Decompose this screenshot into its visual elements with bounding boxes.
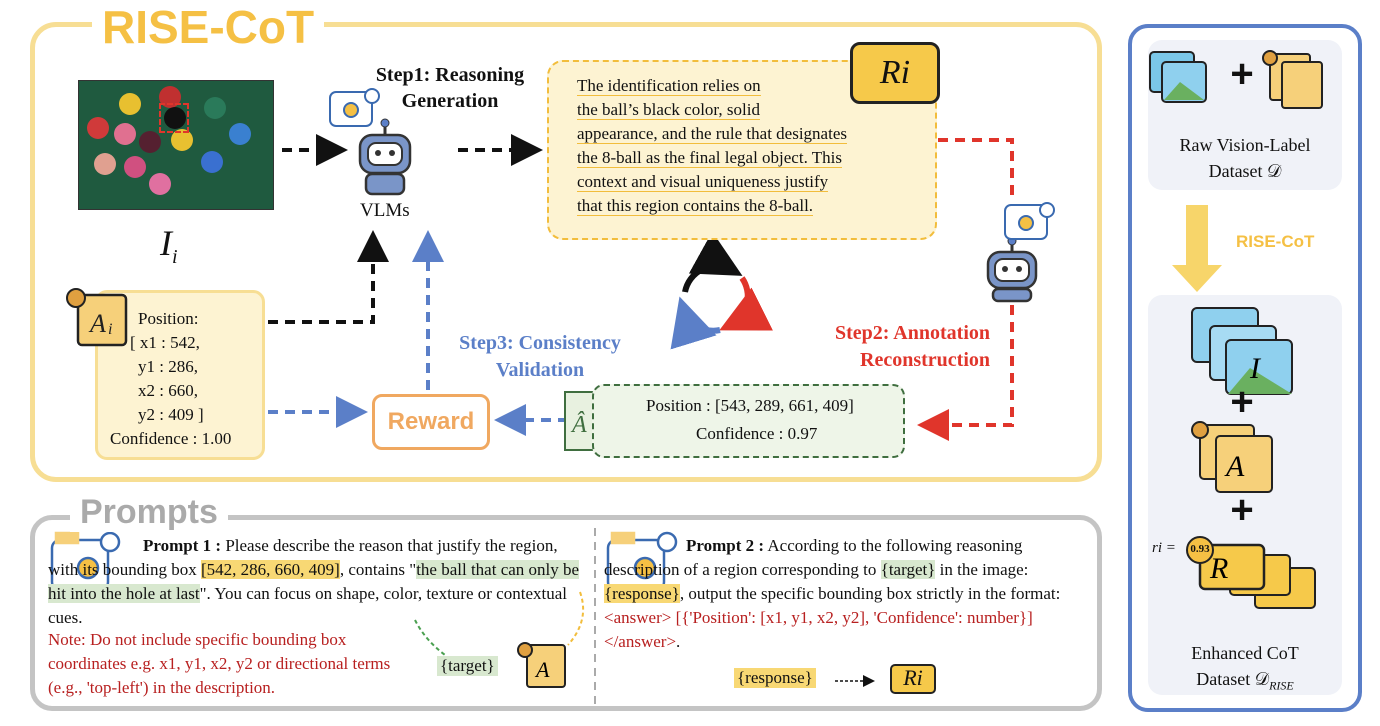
prompt1-note: Note: Do not include specific bounding b… [48, 630, 391, 697]
plus-sign: + [1230, 52, 1254, 96]
score-value: 0.93 [1190, 543, 1210, 555]
image-stack-icon-raw [1149, 51, 1207, 103]
predicted-annotation: Position : [543, 289, 661, 409]Confidenc… [592, 384, 905, 458]
svg-text:R: R [1209, 552, 1228, 585]
svg-text:i: i [108, 321, 112, 338]
cycle-icon [670, 231, 773, 350]
svg-text:A: A [534, 657, 550, 682]
idea-icon-2 [1004, 202, 1055, 240]
reward-box: Reward [372, 394, 490, 450]
arrow-target-link [414, 619, 446, 656]
robot-icon-vlm [358, 118, 412, 196]
down-arrow-icon [1172, 205, 1222, 292]
plus-sign: + [1230, 380, 1254, 424]
image-label: Ii [160, 223, 178, 269]
rise-cot-panel [30, 22, 1102, 482]
prompt2-text: Prompt 2 : According to the following re… [604, 536, 1061, 651]
reasoning-stack-icon-enhanced: R [1186, 536, 1316, 609]
svg-text:A: A [1224, 450, 1245, 483]
target-tag: {target} [437, 656, 498, 676]
rise-cot-arrow-label: RISE-CoT [1236, 232, 1315, 251]
plus-sign: + [1230, 488, 1254, 532]
scroll-icon-prompt1: A [517, 642, 566, 688]
arrow-box-link [567, 591, 584, 646]
prompts-panel [30, 515, 1102, 711]
arrow-annotation-to-vlm [268, 230, 389, 324]
prompts-title: Prompts [70, 492, 228, 532]
idea-icon-1 [329, 88, 380, 127]
doc-stack-icon-raw [1262, 50, 1323, 109]
score-label: ri = [1152, 540, 1176, 556]
svg-text:Â: Â [570, 412, 587, 438]
svg-text:A: A [88, 309, 106, 338]
idea-icon-prompt2 [606, 531, 678, 592]
dataset-panel [1128, 24, 1362, 712]
pool-table-image [78, 80, 274, 210]
reasoning-tag: Ri [890, 664, 936, 694]
arrow-robot2-to-prediction [917, 305, 1014, 441]
reasoning-badge: Ri [850, 42, 940, 104]
annotation-stack-icon-enhanced: A [1191, 421, 1273, 493]
image-stack-icon-enhanced: I [1191, 307, 1293, 395]
svg-text:I: I [1249, 352, 1262, 385]
arrow-reasoning-to-robot2 [938, 138, 1014, 200]
response-tag: {response} [734, 668, 816, 688]
vlms-label: VLMs [360, 200, 410, 221]
robot-icon-annotator [986, 236, 1038, 303]
panel-title: RISE-CoT [92, 2, 325, 52]
prompt1-text: Prompt 1 : Please describe the reason th… [48, 536, 580, 627]
